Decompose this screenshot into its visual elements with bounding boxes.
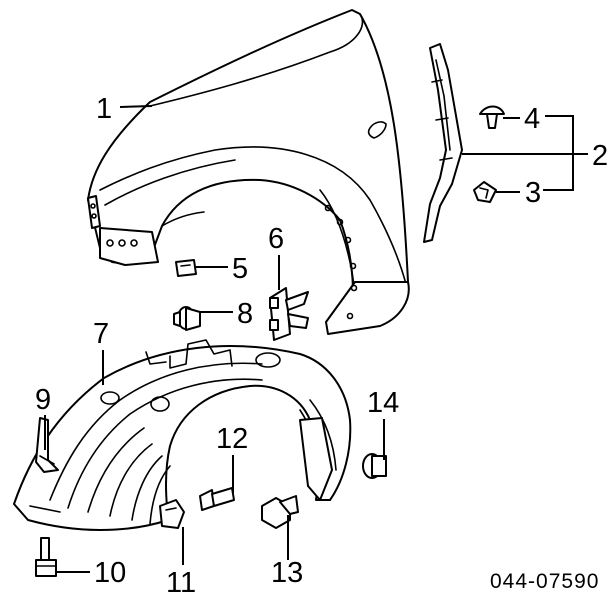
callout-2: 2 — [592, 140, 608, 172]
callout-13: 13 — [271, 557, 303, 589]
leader-lines — [44, 105, 588, 573]
callout-10: 10 — [94, 557, 126, 589]
fender-bracket — [269, 287, 309, 341]
clip-nut — [159, 499, 185, 529]
callout-7: 7 — [93, 318, 109, 350]
callout-1: 1 — [96, 93, 112, 125]
front-fender — [87, 9, 410, 335]
fastener-14 — [362, 453, 387, 479]
callout-9: 9 — [35, 384, 51, 416]
callout-3: 3 — [525, 177, 541, 209]
push-clip — [479, 105, 505, 129]
square-nut — [175, 259, 197, 277]
grommet — [173, 306, 201, 331]
callout-14: 14 — [367, 387, 399, 419]
hex-bolt — [261, 495, 299, 529]
spring-nut-clip — [473, 181, 497, 203]
screw — [199, 487, 235, 511]
callout-8: 8 — [237, 298, 253, 330]
fender-seal — [423, 43, 463, 243]
callout-5: 5 — [232, 253, 248, 285]
retainer-clip — [35, 417, 59, 473]
flange-bolt-10 — [35, 537, 57, 577]
catalog-number: 044-07590 — [490, 570, 599, 593]
callout-4: 4 — [524, 103, 540, 135]
callout-labels: 1 2 3 4 5 6 7 8 9 10 11 12 13 14 — [35, 93, 608, 599]
callout-11: 11 — [166, 567, 196, 599]
fender-liner — [13, 339, 352, 531]
callout-6: 6 — [268, 223, 284, 255]
callout-12: 12 — [216, 423, 248, 455]
